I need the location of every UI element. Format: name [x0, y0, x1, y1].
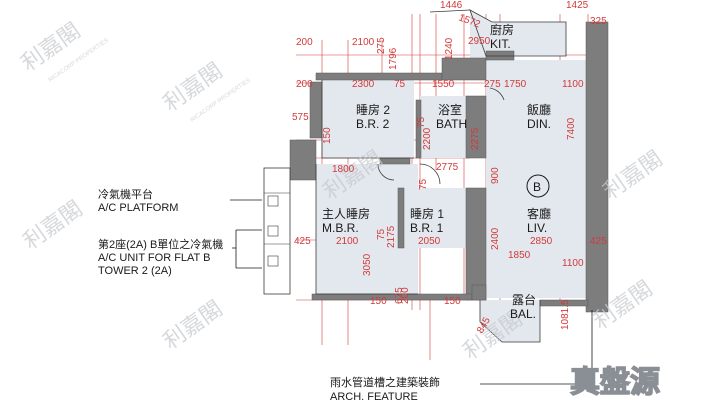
ac-platform — [263, 167, 291, 295]
dim-label: 200 — [296, 37, 313, 48]
dim-label: 2050 — [418, 236, 441, 247]
dim-label: 2100 — [336, 236, 359, 247]
dim-label: 150 — [322, 127, 333, 144]
flat-marker-letter: B — [533, 180, 541, 194]
dim-label: 1425 — [566, 0, 589, 11]
wall-outlines — [315, 9, 567, 343]
dim-label: 425 — [294, 236, 311, 247]
leader-lines — [230, 199, 593, 385]
dim-label: 150 — [444, 296, 461, 307]
mbr-label-en: M.B.R. — [322, 221, 359, 235]
dimension-labels: 200 2100 1796 275 1240 2950 1446 1572 14… — [292, 0, 607, 336]
dim-label: 1100 — [562, 258, 584, 269]
ac-unit-zh: 第2座(2A) B單位之冷氣機 — [98, 237, 223, 251]
dim-label: 2400 — [490, 227, 501, 250]
living-label-zh: 客廳 — [527, 206, 551, 221]
dim-label: 1446 — [440, 0, 463, 11]
dim-label: 150 — [370, 296, 387, 307]
flat-marker: B — [526, 174, 550, 198]
room-fills — [316, 10, 586, 342]
dim-label: 2775 — [436, 162, 459, 173]
dim-label: 1240 — [444, 37, 455, 60]
dim-label: 1100 — [562, 79, 584, 90]
dim-label: 1081.5 — [560, 299, 571, 330]
dim-label: 2300 — [352, 79, 375, 90]
dim-label: 3050 — [362, 253, 373, 276]
dim-label: 1550 — [432, 79, 455, 90]
bath-label-zh: 浴室 — [438, 102, 462, 117]
dim-label: 675 — [394, 287, 405, 304]
dim-label: 575 — [292, 112, 309, 123]
annotations: 冷氣機平台 A/C PLATFORM 第2座(2A) B單位之冷氣機 A/C U… — [98, 187, 440, 403]
dining-label-en: DIN. — [527, 117, 551, 131]
br2-label-en: B.R. 2 — [356, 117, 390, 131]
dim-label: 900 — [490, 167, 501, 184]
br1-label-en: B.R. 1 — [410, 221, 444, 235]
dim-label: 2275 — [470, 127, 481, 150]
arch-feature-zh: 雨水管道槽之建築裝飾 — [330, 375, 440, 389]
dim-label: 2200 — [422, 127, 433, 150]
bath-label-en: BATH — [436, 117, 467, 131]
ac-unit-en-2: TOWER 2 (2A) — [98, 265, 172, 277]
kitchen-label-en: KIT. — [490, 37, 511, 51]
dim-label: 1800 — [332, 164, 355, 175]
room-labels: 廚房 KIT. 睡房 2 B.R. 2 浴室 BATH 飯廳 DIN. 主人睡房… — [322, 22, 551, 321]
dim-label: 2100 — [352, 37, 375, 48]
kitchen-label-zh: 廚房 — [490, 22, 514, 37]
dim-label: 325 — [590, 16, 607, 27]
dining-label-zh: 飯廳 — [527, 102, 551, 117]
mbr-label-zh: 主人睡房 — [322, 206, 370, 221]
dim-label: 75 — [394, 79, 406, 90]
dim-label: 2850 — [530, 236, 553, 247]
br2-label-zh: 睡房 2 — [356, 102, 390, 117]
dim-label: 2175 — [386, 225, 397, 248]
living-label-en: LIV. — [527, 221, 547, 235]
ac-unit-en-1: A/C UNIT FOR FLAT B — [98, 252, 210, 264]
walls — [289, 21, 609, 313]
dim-label: 75 — [376, 228, 387, 240]
dim-label: 200 — [296, 79, 313, 90]
dim-label: 1750 — [504, 79, 527, 90]
watermark-stamp: 真盤源 — [570, 366, 660, 399]
dim-label: 425 — [590, 236, 607, 247]
dim-label: 1796 — [388, 47, 399, 70]
dim-label: 275 — [484, 79, 501, 90]
dim-label: 75 — [416, 116, 427, 128]
balcony-label-en: BAL. — [510, 307, 536, 321]
ac-platform-en: A/C PLATFORM — [98, 202, 178, 214]
ac-platform-zh: 冷氣機平台 — [98, 187, 153, 201]
dim-label: 7400 — [566, 117, 577, 140]
arch-feature-en: ARCH. FEATURE — [330, 391, 418, 403]
dim-label: 1850 — [508, 250, 531, 261]
dim-label: 275 — [376, 37, 387, 54]
dim-label: 200 — [400, 287, 411, 304]
dim-label: 75 — [418, 178, 429, 190]
br1-label-zh: 睡房 1 — [410, 206, 444, 221]
dim-label: 2950 — [468, 36, 491, 47]
balcony-label-zh: 露台 — [512, 292, 536, 307]
